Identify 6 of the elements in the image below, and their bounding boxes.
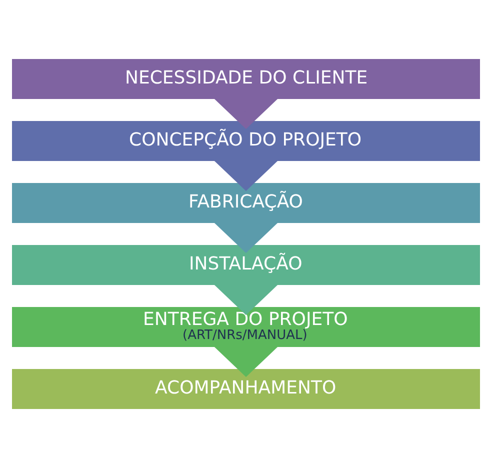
node-box: NECESSIDADE DO CLIENTE — [12, 58, 480, 98]
node-box: FABRICAÇÃO — [12, 182, 480, 222]
node-box: CONCEPÇÃO DO PROJETO — [12, 120, 480, 160]
node-box: ACOMPANHAMENTO — [12, 368, 480, 408]
node-box: INSTALAÇÃO — [12, 244, 480, 284]
node-box: ENTREGA DO PROJETO (ART/NRs/MANUAL) — [12, 306, 480, 346]
